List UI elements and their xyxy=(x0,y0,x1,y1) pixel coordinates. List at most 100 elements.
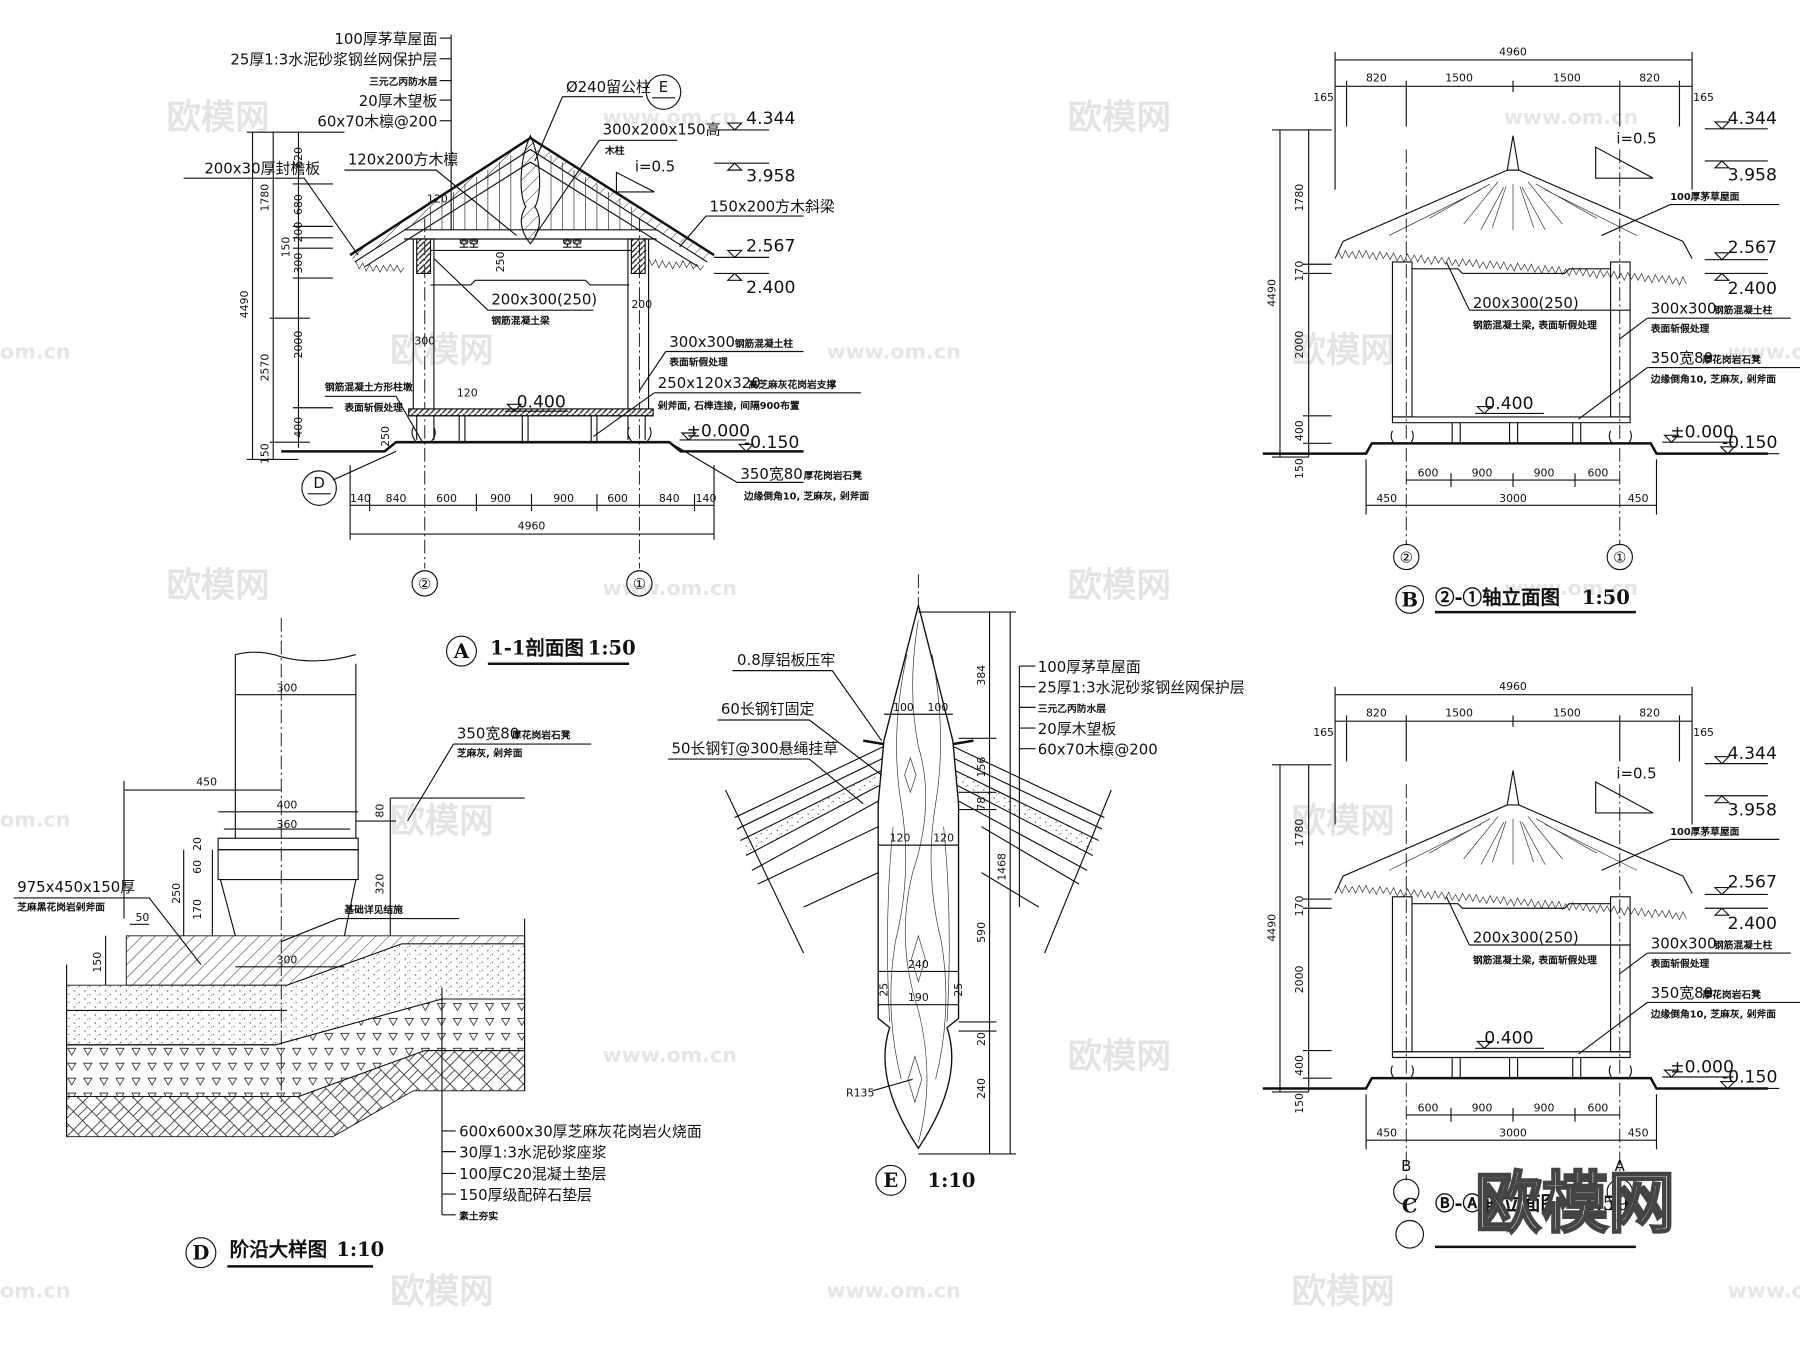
svg-text:680: 680 xyxy=(292,194,305,215)
svg-text:表面斩假处理: 表面斩假处理 xyxy=(1650,322,1710,335)
watermark: om.cn xyxy=(0,1278,71,1302)
svg-text:140: 140 xyxy=(696,492,717,505)
svg-text:200: 200 xyxy=(631,298,652,311)
column-label: 300x300 xyxy=(669,333,735,351)
svg-text:600: 600 xyxy=(1418,467,1439,480)
watermark: www.om.cn xyxy=(827,339,961,363)
svg-text:120: 120 xyxy=(890,832,911,845)
svg-text:200: 200 xyxy=(292,222,305,243)
watermark: 欧模网 xyxy=(166,566,269,606)
svg-text:100厚茅草屋面: 100厚茅草屋面 xyxy=(1038,658,1141,676)
svg-text:厚花岗岩石凳: 厚花岗岩石凳 xyxy=(1702,988,1761,1001)
roof-layer-label: 60x70木檩@200 xyxy=(317,112,437,130)
svg-text:600: 600 xyxy=(607,492,628,505)
svg-text:250: 250 xyxy=(379,426,392,447)
svg-text:1780: 1780 xyxy=(1293,819,1306,847)
slope-label: i=0.5 xyxy=(1616,130,1656,148)
roof-layer-label: 100厚茅草屋面 xyxy=(334,30,437,48)
svg-text:120: 120 xyxy=(933,832,954,845)
svg-text:820: 820 xyxy=(1639,72,1660,85)
svg-text:300: 300 xyxy=(277,953,298,966)
finial-label: Ø240留公柱 xyxy=(566,78,651,96)
svg-text:590: 590 xyxy=(975,922,988,943)
axis-label: A xyxy=(1615,1157,1626,1175)
title-letter: D xyxy=(192,1242,209,1265)
svg-text:30厚1:3水泥砂浆座浆: 30厚1:3水泥砂浆座浆 xyxy=(459,1143,606,1161)
svg-text:表面斩假处理: 表面斩假处理 xyxy=(668,355,728,368)
watermark: 欧模网 xyxy=(1291,1272,1394,1312)
svg-text:100: 100 xyxy=(893,701,914,714)
vertical-dimensions: 4490 1780 2570 150 620 680 200 150 300 2… xyxy=(238,131,652,464)
svg-text:120: 120 xyxy=(457,386,478,399)
svg-text:0.400: 0.400 xyxy=(1484,394,1533,414)
bench-label: 350宽80 xyxy=(740,465,802,483)
axis-label: ① xyxy=(633,575,646,593)
paving-layers: 600x600x30厚芝麻灰花岗岩火烧面 30厚1:3水泥砂浆座浆 100厚C2… xyxy=(441,1123,702,1222)
svg-text:钢筋混凝土梁, 表面斩假处理: 钢筋混凝土梁, 表面斩假处理 xyxy=(1473,953,1597,966)
svg-text:150厚级配碎石垫层: 150厚级配碎石垫层 xyxy=(459,1186,592,1204)
watermark: 欧模网 xyxy=(390,801,493,841)
drawing-scale: 1:50 xyxy=(1582,1192,1630,1215)
svg-text:25厚1:3水泥砂浆钢丝网保护层: 25厚1:3水泥砂浆钢丝网保护层 xyxy=(1038,678,1245,696)
detail-e-ref xyxy=(645,74,682,110)
svg-text:170: 170 xyxy=(1293,896,1306,917)
title-letter: A xyxy=(453,640,470,663)
svg-text:150: 150 xyxy=(91,952,104,973)
watermark: 欧模网 xyxy=(1068,98,1171,138)
svg-text:450: 450 xyxy=(1376,492,1397,505)
beam-label: 200x300(250) xyxy=(491,290,597,308)
watermark: 欧模网 xyxy=(1068,1037,1171,1077)
watermark: www.om.cn xyxy=(603,576,737,600)
svg-text:100: 100 xyxy=(927,701,948,714)
svg-text:0.400: 0.400 xyxy=(517,393,566,413)
svg-text:120: 120 xyxy=(427,192,448,205)
svg-text:840: 840 xyxy=(659,492,680,505)
svg-text:240: 240 xyxy=(975,1078,988,1099)
svg-text:150: 150 xyxy=(279,237,292,258)
svg-text:820: 820 xyxy=(1639,707,1660,720)
svg-text:2.567: 2.567 xyxy=(1728,238,1777,258)
svg-text:600: 600 xyxy=(1588,1101,1609,1114)
watermark: 欧模网 xyxy=(1291,801,1394,841)
post-note: 木柱 xyxy=(604,144,625,157)
svg-text:钢筋混凝土梁, 表面斩假处理: 钢筋混凝土梁, 表面斩假处理 xyxy=(1473,319,1597,332)
drawing-scale: 1:50 xyxy=(1582,586,1630,609)
section-a-1-1: 100厚茅草屋面 25厚1:3水泥砂浆钢丝网保护层 三元乙丙防水层 20厚木望板… xyxy=(183,30,869,667)
svg-text:320: 320 xyxy=(373,874,386,895)
svg-text:2.567: 2.567 xyxy=(746,237,795,257)
radius-label: R135 xyxy=(846,1087,874,1100)
svg-text:4.344: 4.344 xyxy=(1728,744,1777,764)
svg-text:2000: 2000 xyxy=(1293,966,1306,994)
watermark: www.om.cn xyxy=(1504,105,1638,129)
roof-layer-label: 25厚1:3水泥砂浆钢丝网保护层 xyxy=(230,51,437,69)
svg-text:1468: 1468 xyxy=(996,853,1009,881)
svg-text:2.400: 2.400 xyxy=(1728,279,1777,299)
svg-text:-0.150: -0.150 xyxy=(744,433,799,453)
svg-text:350宽80: 350宽80 xyxy=(1651,349,1713,367)
svg-text:820: 820 xyxy=(1366,707,1387,720)
post-label: 300x200x150高 xyxy=(603,121,721,139)
svg-text:25: 25 xyxy=(952,983,965,997)
svg-text:4.344: 4.344 xyxy=(1728,109,1777,129)
svg-text:450: 450 xyxy=(196,775,217,788)
svg-text:250: 250 xyxy=(494,251,507,272)
foundation-note: 基础详见结施 xyxy=(343,903,403,916)
svg-text:4490: 4490 xyxy=(238,291,251,319)
svg-text:400: 400 xyxy=(277,798,298,811)
svg-text:0.400: 0.400 xyxy=(1484,1029,1533,1049)
watermark: www.om.cn xyxy=(1728,1278,1800,1302)
svg-text:3000: 3000 xyxy=(1499,492,1527,505)
svg-text:100厚茅草屋面: 100厚茅草屋面 xyxy=(1670,825,1739,838)
elevation-c: 4960 820 1500 1500 820 165 165 4490 1780… xyxy=(1261,680,1800,1250)
svg-text:100厚C20混凝土垫层: 100厚C20混凝土垫层 xyxy=(459,1165,606,1183)
detail-d-step-edge: 300 450 400 360 80 320 20 60 250 170 50 … xyxy=(13,617,702,1269)
svg-text:600: 600 xyxy=(436,492,457,505)
svg-text:4960: 4960 xyxy=(1499,680,1527,693)
roof-layer-label: 20厚木望板 xyxy=(359,92,438,110)
curb-label: 975x450x150厚 xyxy=(17,878,135,896)
svg-text:1780: 1780 xyxy=(259,184,272,212)
svg-text:厚花岗岩石凳: 厚花岗岩石凳 xyxy=(1702,353,1761,366)
svg-text:900: 900 xyxy=(490,492,511,505)
svg-text:900: 900 xyxy=(1534,467,1555,480)
